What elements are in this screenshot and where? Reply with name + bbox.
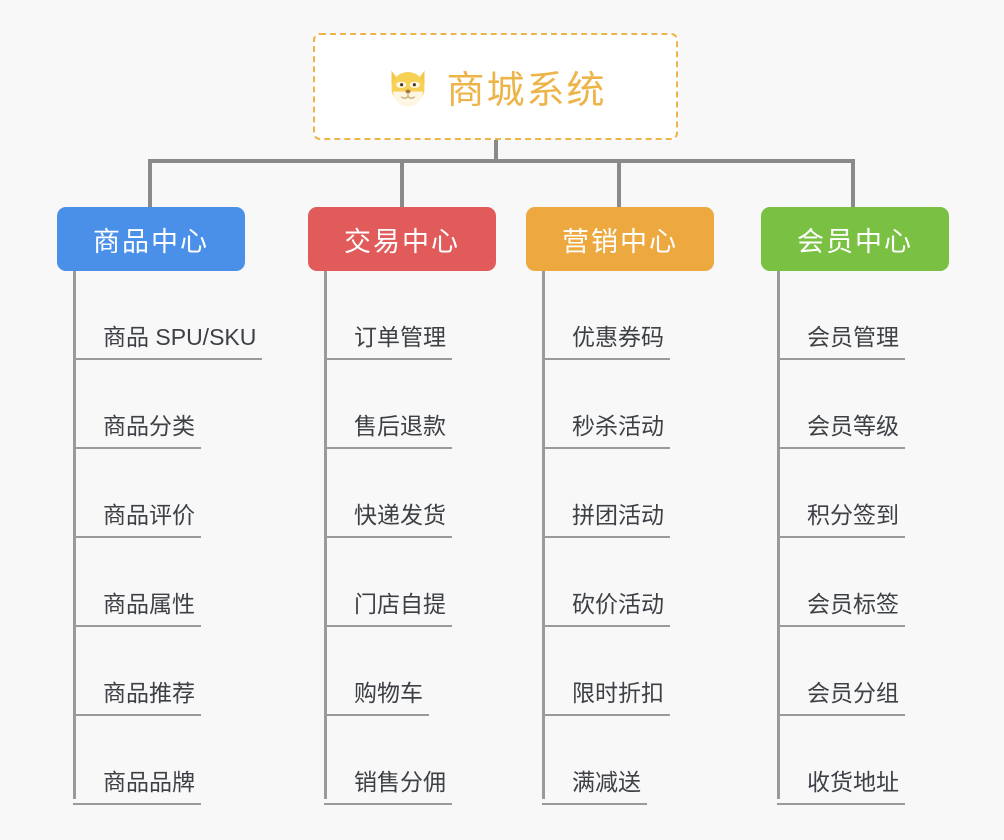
leaf-list-3: 优惠券码 秒杀活动 拼团活动 砍价活动 限时折扣 满减送 bbox=[542, 271, 730, 805]
leaf-label: 收货地址 bbox=[777, 768, 905, 805]
connector-horizontal-bus bbox=[148, 159, 855, 163]
leaf-label: 快递发货 bbox=[324, 501, 452, 538]
list-item[interactable]: 商品属性 bbox=[73, 538, 261, 627]
leaf-label: 商品分类 bbox=[73, 412, 201, 449]
list-item[interactable]: 拼团活动 bbox=[542, 449, 730, 538]
leaf-list-2: 订单管理 售后退款 快递发货 门店自提 购物车 销售分佣 bbox=[324, 271, 512, 805]
leaf-list-1: 商品 SPU/SKU 商品分类 商品评价 商品属性 商品推荐 商品品牌 bbox=[73, 271, 263, 805]
list-item[interactable]: 砍价活动 bbox=[542, 538, 730, 627]
branch-header-3[interactable]: 营销中心 bbox=[526, 207, 714, 271]
list-item[interactable]: 优惠券码 bbox=[542, 271, 730, 360]
branch-header-label-4: 会员中心 bbox=[797, 226, 913, 257]
connector-drop-1 bbox=[148, 159, 152, 207]
list-item[interactable]: 会员标签 bbox=[777, 538, 965, 627]
branch-column-2: 交易中心 订单管理 售后退款 快递发货 门店自提 购物车 销售分佣 bbox=[308, 207, 496, 805]
leaf-label: 会员标签 bbox=[777, 590, 905, 627]
branch-header-2[interactable]: 交易中心 bbox=[308, 207, 496, 271]
leaf-label: 会员等级 bbox=[777, 412, 905, 449]
leaf-label: 拼团活动 bbox=[542, 501, 670, 538]
leaf-label: 积分签到 bbox=[777, 501, 905, 538]
connector-root-stem bbox=[494, 140, 498, 163]
branch-header-4[interactable]: 会员中心 bbox=[761, 207, 949, 271]
leaf-label: 秒杀活动 bbox=[542, 412, 670, 449]
leaf-label: 商品品牌 bbox=[73, 768, 201, 805]
leaf-label: 订单管理 bbox=[324, 323, 452, 360]
leaf-label: 商品评价 bbox=[73, 501, 201, 538]
leaf-label: 售后退款 bbox=[324, 412, 452, 449]
list-item[interactable]: 秒杀活动 bbox=[542, 360, 730, 449]
branch-spine-3 bbox=[542, 271, 545, 799]
leaf-label: 限时折扣 bbox=[542, 679, 670, 716]
branch-header-1[interactable]: 商品中心 bbox=[57, 207, 245, 271]
shiba-dog-face-icon bbox=[384, 63, 432, 111]
branch-column-3: 营销中心 优惠券码 秒杀活动 拼团活动 砍价活动 限时折扣 满减送 bbox=[526, 207, 714, 805]
leaf-list-4: 会员管理 会员等级 积分签到 会员标签 会员分组 收货地址 bbox=[777, 271, 965, 805]
list-item[interactable]: 限时折扣 bbox=[542, 627, 730, 716]
list-item[interactable]: 商品评价 bbox=[73, 449, 261, 538]
list-item[interactable]: 会员分组 bbox=[777, 627, 965, 716]
branch-header-label-2: 交易中心 bbox=[344, 226, 460, 257]
list-item[interactable]: 订单管理 bbox=[324, 271, 512, 360]
list-item[interactable]: 商品推荐 bbox=[73, 627, 261, 716]
leaf-label: 购物车 bbox=[324, 679, 429, 716]
list-item[interactable]: 积分签到 bbox=[777, 449, 965, 538]
branch-spine-4 bbox=[777, 271, 780, 799]
connector-drop-3 bbox=[617, 159, 621, 207]
list-item[interactable]: 售后退款 bbox=[324, 360, 512, 449]
connector-drop-2 bbox=[400, 159, 404, 207]
leaf-label: 满减送 bbox=[542, 768, 647, 805]
leaf-label: 优惠券码 bbox=[542, 323, 670, 360]
connector-drop-4 bbox=[851, 159, 855, 207]
list-item[interactable]: 销售分佣 bbox=[324, 716, 512, 805]
leaf-label: 砍价活动 bbox=[542, 590, 670, 627]
leaf-label: 会员管理 bbox=[777, 323, 905, 360]
leaf-label: 商品 SPU/SKU bbox=[73, 323, 263, 360]
leaf-label: 会员分组 bbox=[777, 679, 905, 716]
list-item[interactable]: 会员管理 bbox=[777, 271, 965, 360]
root-title: 商城系统 bbox=[446, 70, 607, 112]
branch-spine-2 bbox=[324, 271, 327, 799]
leaf-label: 商品推荐 bbox=[73, 679, 201, 716]
leaf-label: 门店自提 bbox=[324, 590, 452, 627]
list-item[interactable]: 购物车 bbox=[324, 627, 512, 716]
root-node[interactable]: 商城系统 bbox=[313, 33, 678, 140]
branch-header-label-3: 营销中心 bbox=[562, 226, 678, 257]
list-item[interactable]: 会员等级 bbox=[777, 360, 965, 449]
branch-column-4: 会员中心 会员管理 会员等级 积分签到 会员标签 会员分组 收货地址 bbox=[761, 207, 949, 805]
list-item[interactable]: 门店自提 bbox=[324, 538, 512, 627]
leaf-label: 商品属性 bbox=[73, 590, 201, 627]
list-item[interactable]: 满减送 bbox=[542, 716, 730, 805]
branch-spine-1 bbox=[73, 271, 76, 799]
list-item[interactable]: 商品分类 bbox=[73, 360, 261, 449]
list-item[interactable]: 快递发货 bbox=[324, 449, 512, 538]
branch-header-label-1: 商品中心 bbox=[93, 226, 209, 257]
branch-column-1: 商品中心 商品 SPU/SKU 商品分类 商品评价 商品属性 商品推荐 商品品牌 bbox=[57, 207, 263, 805]
list-item[interactable]: 收货地址 bbox=[777, 716, 965, 805]
list-item[interactable]: 商品品牌 bbox=[73, 716, 261, 805]
leaf-label: 销售分佣 bbox=[324, 768, 452, 805]
list-item[interactable]: 商品 SPU/SKU bbox=[73, 271, 263, 360]
